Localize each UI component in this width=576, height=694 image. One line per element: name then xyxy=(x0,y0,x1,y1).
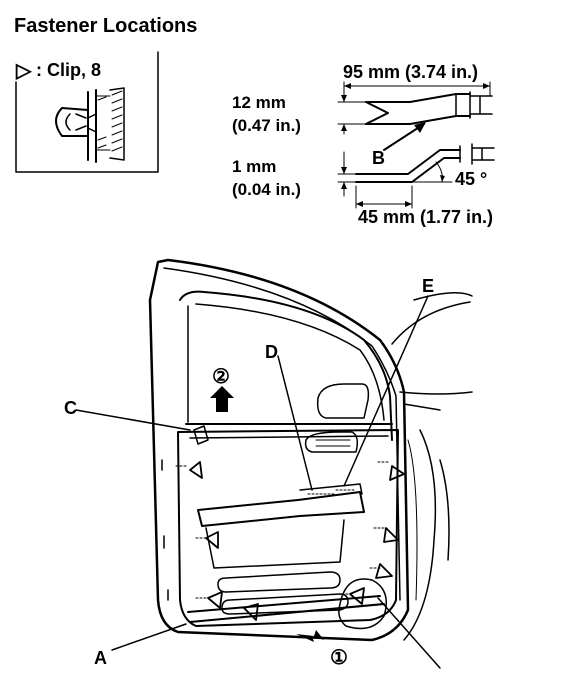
tool-width-label: 95 mm (3.74 in.) xyxy=(343,62,478,82)
step-1-marker: ① xyxy=(330,647,348,669)
legend-clip-symbol: ▷ xyxy=(15,60,33,82)
tool-tip-thickness-mm: 1 mm xyxy=(232,157,276,176)
trim-tool-drawing xyxy=(337,81,495,209)
tool-callout-b: B xyxy=(372,148,385,168)
door-drawing xyxy=(75,258,473,669)
tool-tip-thickness-in: (0.04 in.) xyxy=(232,180,301,199)
callout-c: C xyxy=(64,398,77,418)
page-title: Fastener Locations xyxy=(14,15,197,37)
tool-tip-opening-mm: 12 mm xyxy=(232,93,286,112)
tool-length-label: 45 mm (1.77 in.) xyxy=(358,207,493,227)
tool-tip-opening-in: (0.47 in.) xyxy=(232,116,301,135)
clip-detail-icon xyxy=(15,51,159,173)
callout-d: D xyxy=(265,342,278,362)
legend-clip-text: : Clip, 8 xyxy=(36,60,101,80)
step-2-marker: ② xyxy=(212,366,230,388)
callout-a: A xyxy=(94,648,107,668)
tool-angle-label: 45 ° xyxy=(455,169,487,189)
callout-e: E xyxy=(422,276,434,296)
